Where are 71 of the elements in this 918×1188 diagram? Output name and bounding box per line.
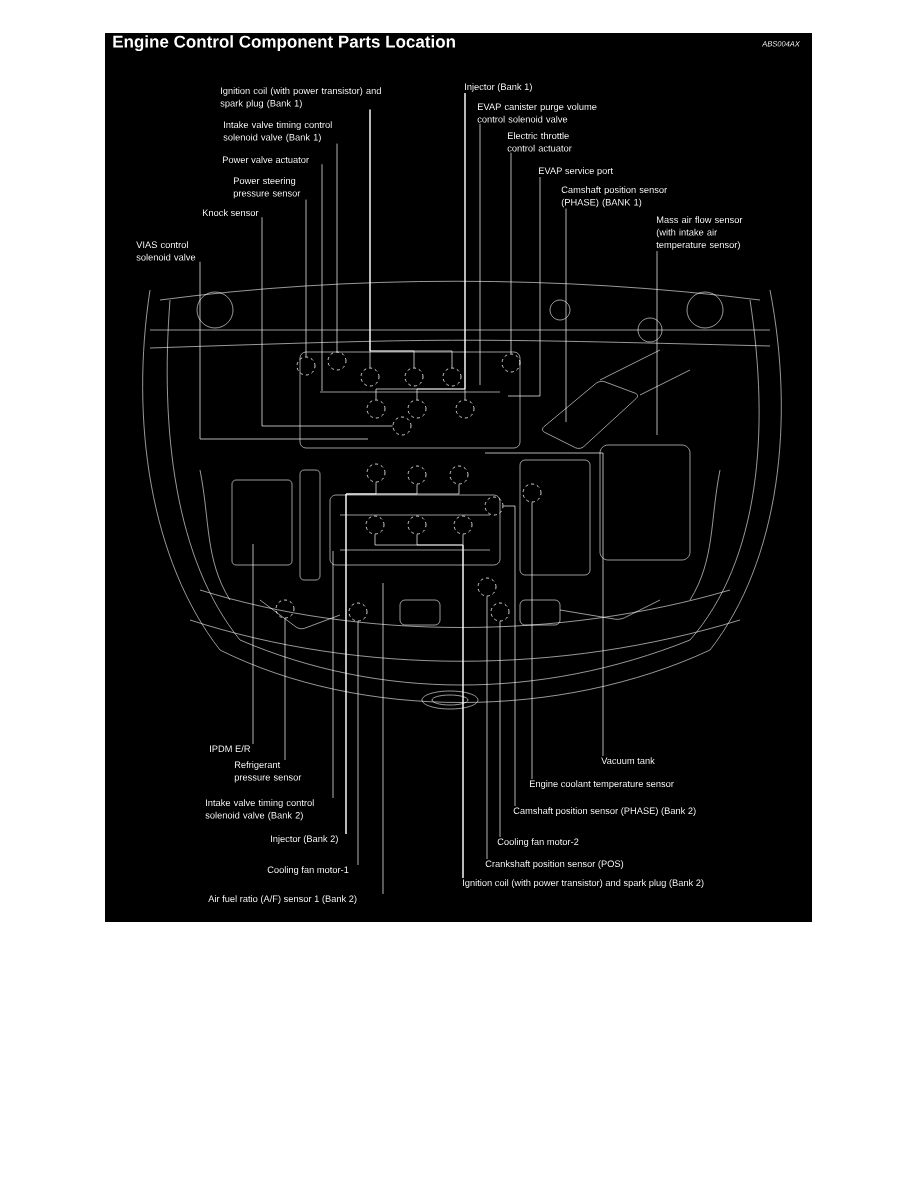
dashed-circle (407, 399, 427, 419)
callout-label: Knock sensor (202, 209, 259, 217)
dashed-circle (490, 602, 510, 622)
callout-label: Cooling fan motor-2 (497, 838, 579, 847)
leader-line (382, 582, 384, 895)
dashed-circle (348, 602, 368, 622)
leader-line (499, 621, 501, 838)
leader-line (507, 176, 541, 397)
callout-label: Injector (Bank 1) (465, 83, 532, 92)
leader-line (345, 484, 460, 835)
leader-line (486, 596, 488, 860)
dashed-circle (453, 515, 473, 535)
leader-line (321, 163, 323, 392)
leader-line (305, 199, 307, 357)
leader-line (416, 534, 464, 879)
leader-line (503, 505, 516, 807)
callout-label: Air fuel ratio (A/F) sensor 1 (Bank 2) (208, 895, 357, 904)
dashed-circle (484, 496, 504, 516)
leader-line (369, 109, 453, 368)
dashed-circle (360, 367, 380, 387)
callout-label: Vacuum tank (601, 757, 655, 765)
leader-line (252, 543, 254, 745)
dashed-circle (455, 399, 475, 419)
leader-line (336, 143, 338, 352)
leader-line (416, 92, 466, 400)
dashed-circle (366, 463, 386, 483)
callout-label: Injector (Bank 2) (271, 835, 338, 844)
dashed-circle (327, 351, 347, 371)
leader-line (357, 621, 359, 866)
leader-line (261, 216, 393, 427)
dashed-circle (365, 515, 385, 535)
dashed-circle (275, 599, 295, 619)
dashed-circle (501, 353, 521, 373)
leader-line (510, 152, 512, 354)
leader-line (332, 550, 334, 799)
callout-label: Power valve actuator (222, 156, 309, 164)
callout-label: Power steering pressure sensor (233, 177, 301, 199)
leader-line (484, 452, 604, 757)
leader-line (531, 502, 533, 780)
leader-line (284, 618, 286, 761)
dashed-circle (296, 356, 316, 376)
heading: Engine Control Component Parts Location (113, 35, 455, 52)
callout-label: Intake valve timing control solenoid valve (Bank 1) (223, 121, 332, 143)
callout-label: IPDM E/R (210, 745, 251, 753)
leader-line (199, 261, 369, 440)
callout-label: Camshaft position sensor (PHASE) (Bank 2) (513, 807, 696, 816)
dashed-circle (522, 483, 542, 503)
leader-line (565, 208, 567, 423)
callout-label: EVAP service port (539, 167, 613, 176)
leader-line (479, 123, 481, 386)
callout-label: Ignition coil (with power transistor) and spark plug (Bank 2) (463, 879, 704, 888)
dashed-circle (366, 399, 386, 419)
dashed-circle (449, 465, 469, 485)
dashed-circle (404, 367, 424, 387)
callout-label: Refrigerant pressure sensor (234, 761, 302, 783)
dashed-circle (392, 416, 412, 436)
callout-label: Engine coolant temperature sensor (530, 780, 674, 789)
dashed-circle (442, 367, 462, 387)
dashed-circle (407, 465, 427, 485)
callout-label: EVAP canister purge volume control solenoid valve (477, 103, 597, 123)
callout-label: Crankshaft position sensor (POS) (485, 860, 624, 869)
callout-label: Ignition coil (with power transistor) and spark plug (Bank 1) (220, 87, 381, 109)
callout-label: Intake valve timing control solenoid valve (Bank 2) (205, 799, 314, 821)
callout-label: Camshaft position sensor (PHASE) (BANK 1) (561, 186, 667, 208)
callout-label: Mass air flow sensor (with intake air temperature sensor) (656, 216, 743, 250)
callout-label: Electric throttle control actuator (507, 132, 572, 152)
leader-line (656, 250, 658, 436)
callout-label: Cooling fan motor-1 (267, 866, 349, 875)
dashed-circle (407, 515, 427, 535)
dashed-circle (477, 577, 497, 597)
callout-label: VIAS control solenoid valve (136, 241, 196, 261)
